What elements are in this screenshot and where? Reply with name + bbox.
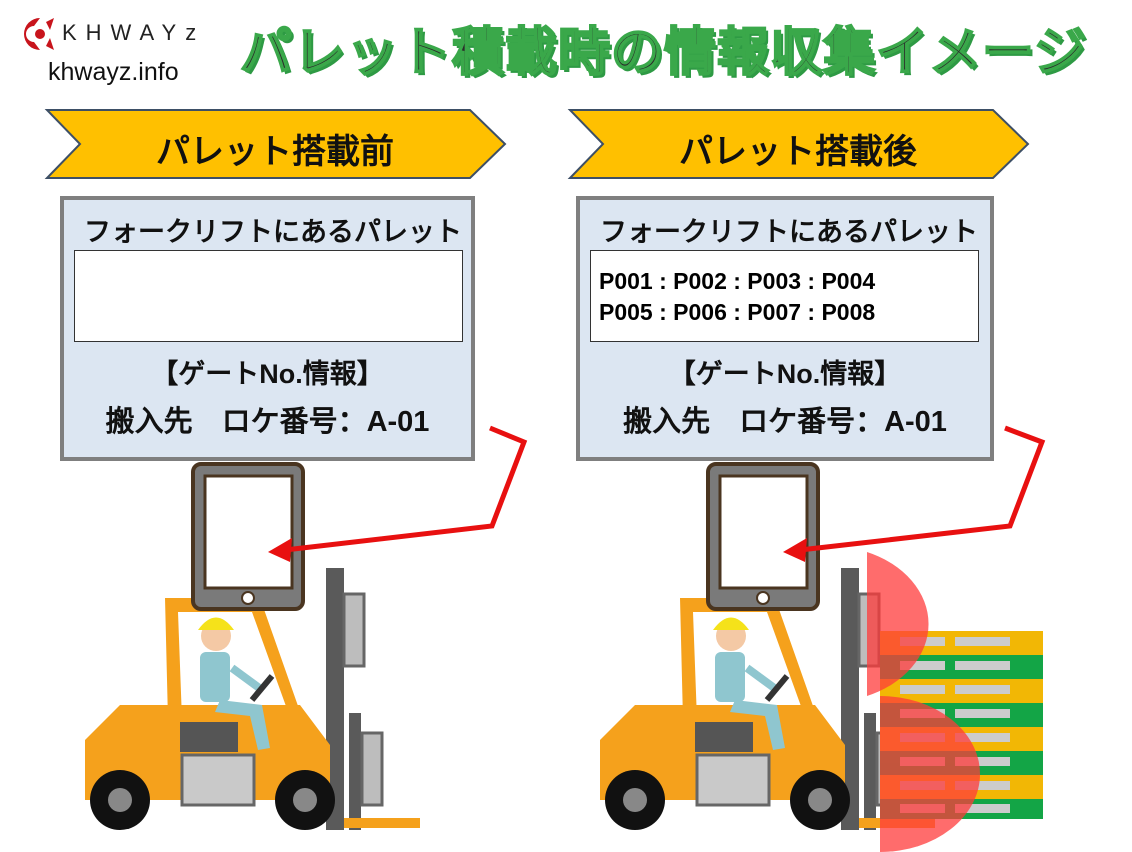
rfid-signal-highlight [867,552,980,852]
banner-before-label: パレット搭載前 [156,133,394,171]
panel-heading: フォークリフトにあるパレット [84,217,462,247]
banner-after-label: パレット搭載後 [679,133,917,171]
panel-after: フォークリフトにあるパレット P001 : P002 : P003 : P004… [576,196,994,461]
arrow-after [783,425,1046,562]
pallet-line: P005 : P006 : P007 : P008 [599,299,876,325]
banner-after-shape [567,109,1030,179]
pallet-line: P001 : P002 : P003 : P004 [599,268,876,294]
pallet-list: P001 : P002 : P003 : P004 P005 : P006 : … [590,250,979,342]
pallet-id-list: P001 : P002 : P003 : P004 P005 : P006 : … [591,251,978,328]
panel-heading: フォークリフトにあるパレット [600,217,978,247]
pallet-list-empty [74,250,463,342]
page-title: パレット積載時の情報収集イメージ [239,23,1087,83]
gate-heading: 【ゲートNo.情報】 [151,359,384,389]
logo-url: khwayz.info [48,58,179,86]
banner-before-shape [44,109,507,179]
location-info: 搬入先 ロケ番号：A-01 [105,406,430,438]
logo-brand: KHWAYz [62,20,206,45]
forklift-before [85,464,420,830]
location-info: 搬入先 ロケ番号：A-01 [623,406,947,438]
panel-before: フォークリフトにあるパレット 【ゲートNo.情報】 搬入先 ロケ番号：A-01 [60,196,475,461]
logo-icon [24,18,54,50]
gate-heading: 【ゲートNo.情報】 [668,359,902,389]
arrow-before [268,425,528,562]
